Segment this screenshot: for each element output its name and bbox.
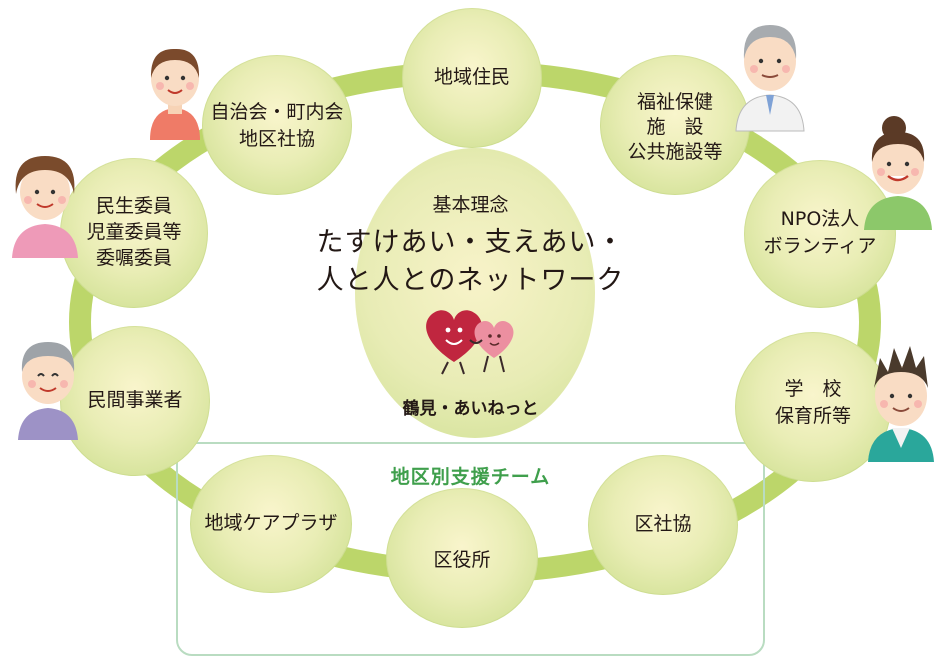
node-minsei: 民生委員 児童委員等 委嘱委員 [60, 158, 208, 308]
node-label: 民間事業者 [87, 389, 183, 411]
node-label: 学 校 [784, 378, 842, 400]
node-label: 委嘱委員 [95, 247, 172, 269]
node-careplaza: 地域ケアプラザ [190, 455, 352, 593]
welfare-man-icon [735, 25, 805, 132]
volunteer-woman-icon [864, 116, 932, 230]
node-label: 保育所等 [774, 405, 851, 427]
node-label: 児童委員等 [86, 221, 182, 243]
node-jichikai: 自治会・町内会 地区社協 [202, 55, 352, 195]
business-elder-icon [18, 342, 78, 440]
node-minkan: 民間事業者 [60, 326, 210, 476]
node-kushakyo: 区社協 [588, 455, 738, 595]
school-man-icon [868, 346, 934, 462]
center-circle [355, 148, 595, 438]
node-label: 地域ケアプラザ [204, 512, 338, 534]
node-label: ボランティア [763, 235, 877, 257]
resident-woman-icon [150, 48, 200, 140]
node-label: 施 設 [646, 116, 704, 138]
node-label: 民生委員 [95, 195, 172, 217]
center-title: 基本理念 [432, 194, 509, 216]
heart-logo-icon [426, 310, 514, 375]
center-line-2: 人と人とのネットワーク [316, 265, 625, 296]
node-label: NPO法人 [780, 208, 860, 230]
support-team-label: 地区別支援チーム [390, 466, 551, 488]
node-npo: NPO法人 ボランティア [744, 160, 896, 308]
node-label: 地区社協 [238, 128, 315, 150]
node-chiiki-jumin: 地域住民 [402, 8, 542, 148]
node-label: 自治会・町内会 [210, 101, 344, 123]
node-label: 公共施設等 [627, 141, 723, 163]
node-fukushi: 福祉保健 施 設 公共施設等 [600, 55, 750, 195]
center-line-1: たすけあい・支えあい・ [316, 227, 625, 258]
commissioner-woman-icon [12, 156, 78, 258]
node-kuyakusho: 区役所 [386, 488, 538, 628]
node-gakko: 学 校 保育所等 [735, 332, 891, 482]
node-label: 福祉保健 [636, 91, 713, 113]
node-label: 区社協 [634, 513, 692, 535]
node-label: 地域住民 [433, 66, 510, 88]
logo-text: 鶴見・あいねっと [402, 399, 539, 419]
node-label: 区役所 [433, 549, 491, 571]
